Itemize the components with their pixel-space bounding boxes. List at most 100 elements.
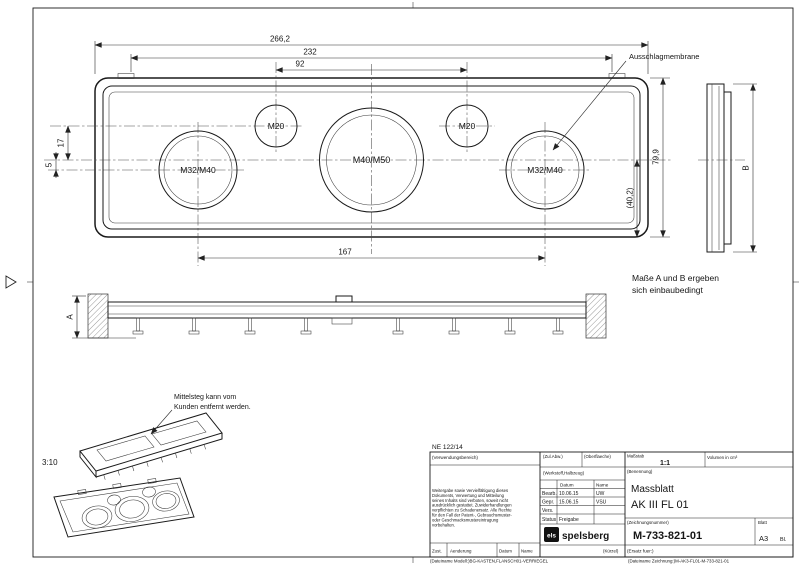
dim-offset-17: 17 (57, 138, 66, 147)
iso-frame-view: 3:10 (42, 412, 223, 480)
note-ab-line1: Maße A und B ergeben (632, 273, 719, 283)
membrane-callout-label: Ausschlagmembrane (629, 52, 699, 61)
mittelsteg-note-line2: Kunden entfernt werden. (174, 404, 251, 411)
plate-tab-right (608, 73, 626, 79)
dimensions-top: 266,2 232 92 (94, 35, 649, 74)
tb-row-vers: Vers. (542, 508, 553, 514)
hole-m40-center: M40/M50 (319, 107, 424, 213)
tb-row-gepr: Gepr. (542, 500, 554, 506)
logo-mark-box (544, 527, 559, 542)
section-plate-bar (107, 301, 587, 319)
tb-blatt-format: A3 (759, 534, 768, 543)
legal-line: verpflichten zu Schadenersatz. Alle Rech… (432, 508, 512, 513)
tb-rev-datum: Datum (499, 549, 512, 554)
tb-ersatz-fuer: (Ersatz fuer:) (627, 549, 654, 554)
tb-row-bearb: Bearb. (542, 491, 557, 497)
hole-m32-right: M32/M40 (505, 130, 585, 210)
note-ab: Maße A und B ergeben sich einbaubedingt (632, 273, 719, 295)
tb-bearb-name: UW (596, 491, 605, 497)
section-wall-right (585, 293, 607, 339)
tb-gepr-datum: 15.06.15 (559, 500, 579, 506)
sheet-frame (5, 2, 799, 563)
spelsberg-logo: els spelsberg (544, 527, 609, 542)
title-block: NE 122/14 (Verwendungsbereich) (Zul.Abw.… (429, 444, 794, 564)
dim-inner-width: 232 (303, 48, 317, 57)
tb-blatt-bl: Bl. (780, 537, 787, 543)
sheet-ref: NE 122/14 (432, 444, 463, 451)
dim-offset-5: 5 (45, 162, 54, 167)
dimensions-left: 17 5 (45, 125, 71, 178)
tb-col-datum: Datum (560, 483, 574, 488)
tb-blatt-label: Blatt (758, 520, 768, 525)
tb-werkstoff: (Werkstoff,Halbzeug) (543, 471, 585, 476)
dim-center-to-bottom: (40,2) (626, 187, 635, 208)
mittelsteg-note: Mittelsteg kann vom Kunden entfernt werd… (150, 394, 251, 435)
legal-line: Dokuments, Verwertung und Mitteilung (432, 493, 505, 498)
section-wall-left (87, 293, 109, 339)
tb-volumen-label: Volumen in cm³ (707, 455, 738, 460)
plate-tab-left (117, 73, 135, 79)
tb-zeichnungsnummer-label: (Zeichnungsnummer) (627, 520, 669, 525)
tb-zeichnungsnummer: M-733-821-01 (633, 530, 702, 542)
tb-rev-zust: Zust. (432, 549, 442, 554)
file-drawing: (Dateiname Zeichnung:)M-AK3-FL01-M-733-8… (628, 559, 730, 564)
section-view: A (66, 293, 607, 339)
tb-oberflaeche: (Oberflaeche) (584, 454, 611, 459)
section-clips (132, 317, 564, 335)
dim-height: 79,9 (652, 149, 661, 165)
file-model: (Dateiname Modell:)BG-KASTEN,FLANSCH01-V… (430, 559, 549, 564)
hole-label-m40-center: M40/M50 (353, 155, 391, 165)
hole-label-m20-right: M20 (459, 121, 476, 131)
hole-m32-left: M32/M40 (158, 130, 238, 210)
legal-line: ausdrücklich gestattet. Zuwiderhandlunge… (432, 503, 512, 508)
tb-benennung-label: (Benennung) (627, 469, 653, 474)
legal-line: für den Fall der Patent-, Gebrauchsmuste… (432, 513, 512, 518)
note-ab-line2: sich einbaubedingt (632, 285, 704, 295)
top-view: M32/M40 M40/M50 M32/M40 M20 M20 (44, 62, 672, 266)
tb-massstab-value: 1:1 (660, 460, 670, 467)
tb-status-value: Freigabe (559, 517, 579, 523)
tb-rev-aenderung: Aenderung (450, 549, 472, 554)
section-center-tab (335, 295, 353, 303)
hole-label-m20-left: M20 (268, 121, 285, 131)
section-center-clip (331, 317, 353, 325)
dim-b: B (742, 165, 751, 170)
tb-rev-name: Name (521, 549, 533, 554)
hole-label-m32-left: M32/M40 (180, 165, 216, 175)
tb-massstab-label: Maßstab (627, 454, 645, 459)
side-view-body (706, 83, 725, 253)
dimensions-right: 79,9 (40,2) (626, 77, 670, 238)
iso-panel-view (53, 477, 195, 538)
dim-a: A (66, 314, 75, 320)
tb-zul-abw: (Zul.Abw.) (543, 454, 563, 459)
logo-mark-text: els (547, 533, 556, 540)
dim-m20-spacing: 92 (296, 60, 305, 69)
hole-m20-left: M20 (254, 104, 298, 148)
tb-verwendungsbereich: (Verwendungsbereich) (432, 455, 478, 460)
legal-line: Weitergabe sowie Vervielfältigung dieses (432, 488, 508, 493)
fold-mark-icon (5, 275, 17, 289)
tb-title-line2: AK III FL 01 (631, 499, 689, 511)
iso-scale-label: 3:10 (42, 458, 58, 467)
tb-row-status: Status (542, 517, 557, 523)
side-view: B (698, 83, 757, 253)
legal-line: oder Geschmacksmustereintragung (432, 517, 499, 522)
tb-kuerzel: (Kürzel) (603, 549, 619, 554)
tb-bearb-datum: 10.06.15 (559, 491, 579, 497)
tb-gepr-name: VSU (596, 500, 607, 506)
hole-m20-right: M20 (445, 104, 489, 148)
dimensions-bottom: 167 (197, 248, 546, 261)
iso-frame-teeth (103, 444, 206, 480)
legal-line: seines Inhalts sind verboten, soweit nic… (432, 498, 509, 503)
mittelsteg-note-line1: Mittelsteg kann vom (174, 394, 236, 401)
logo-name-text: spelsberg (562, 531, 609, 542)
centerlines (44, 62, 672, 266)
tb-title-line1: Massblatt (631, 484, 674, 495)
dim-total-width: 266,2 (270, 35, 291, 44)
revision-row: Zust. Aenderung Datum Name (432, 549, 533, 554)
tb-col-name: Name (596, 483, 609, 488)
hole-label-m32-right: M32/M40 (527, 165, 563, 175)
side-view-lip (723, 91, 732, 245)
